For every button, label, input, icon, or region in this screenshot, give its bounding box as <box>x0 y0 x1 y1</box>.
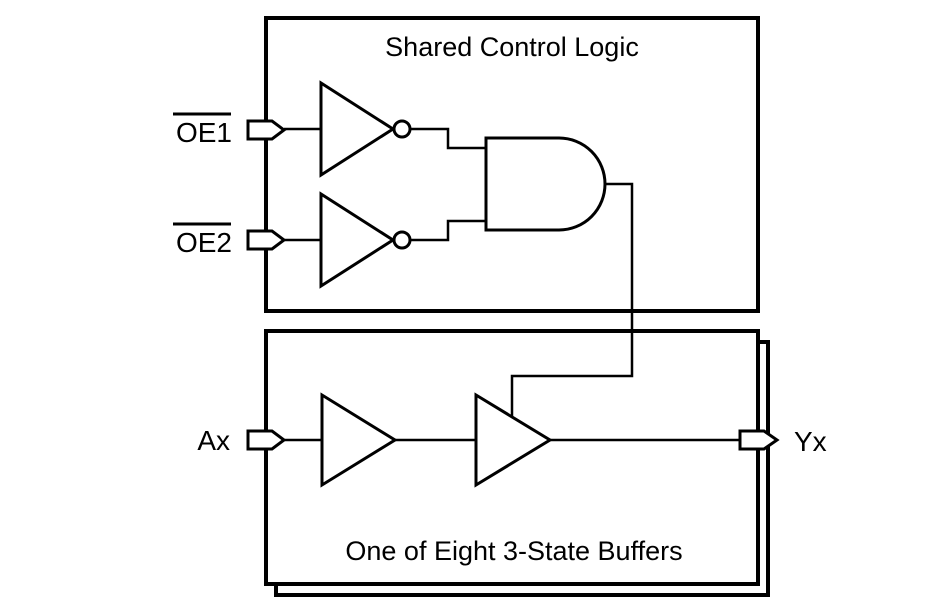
oe1-pin <box>246 119 287 141</box>
yx-pin <box>738 429 780 451</box>
inverter-2-bubble <box>392 230 412 250</box>
wire-inverter1-to-and <box>410 127 486 150</box>
ax-pin <box>246 429 287 451</box>
top-box-title: Shared Control Logic <box>385 32 639 62</box>
oe2-pin <box>246 229 287 251</box>
ax-label: Ax <box>197 425 230 456</box>
yx-label: Yx <box>794 426 827 457</box>
oe2-label: OE2 <box>176 227 232 258</box>
oe1-label: OE1 <box>176 117 232 148</box>
bottom-box-title: One of Eight 3-State Buffers <box>345 536 682 566</box>
wire-and-output-to-enable <box>510 182 634 416</box>
wire-inverter2-to-and <box>410 219 486 242</box>
and-gate <box>484 136 607 232</box>
inverter-1-bubble <box>392 119 412 139</box>
